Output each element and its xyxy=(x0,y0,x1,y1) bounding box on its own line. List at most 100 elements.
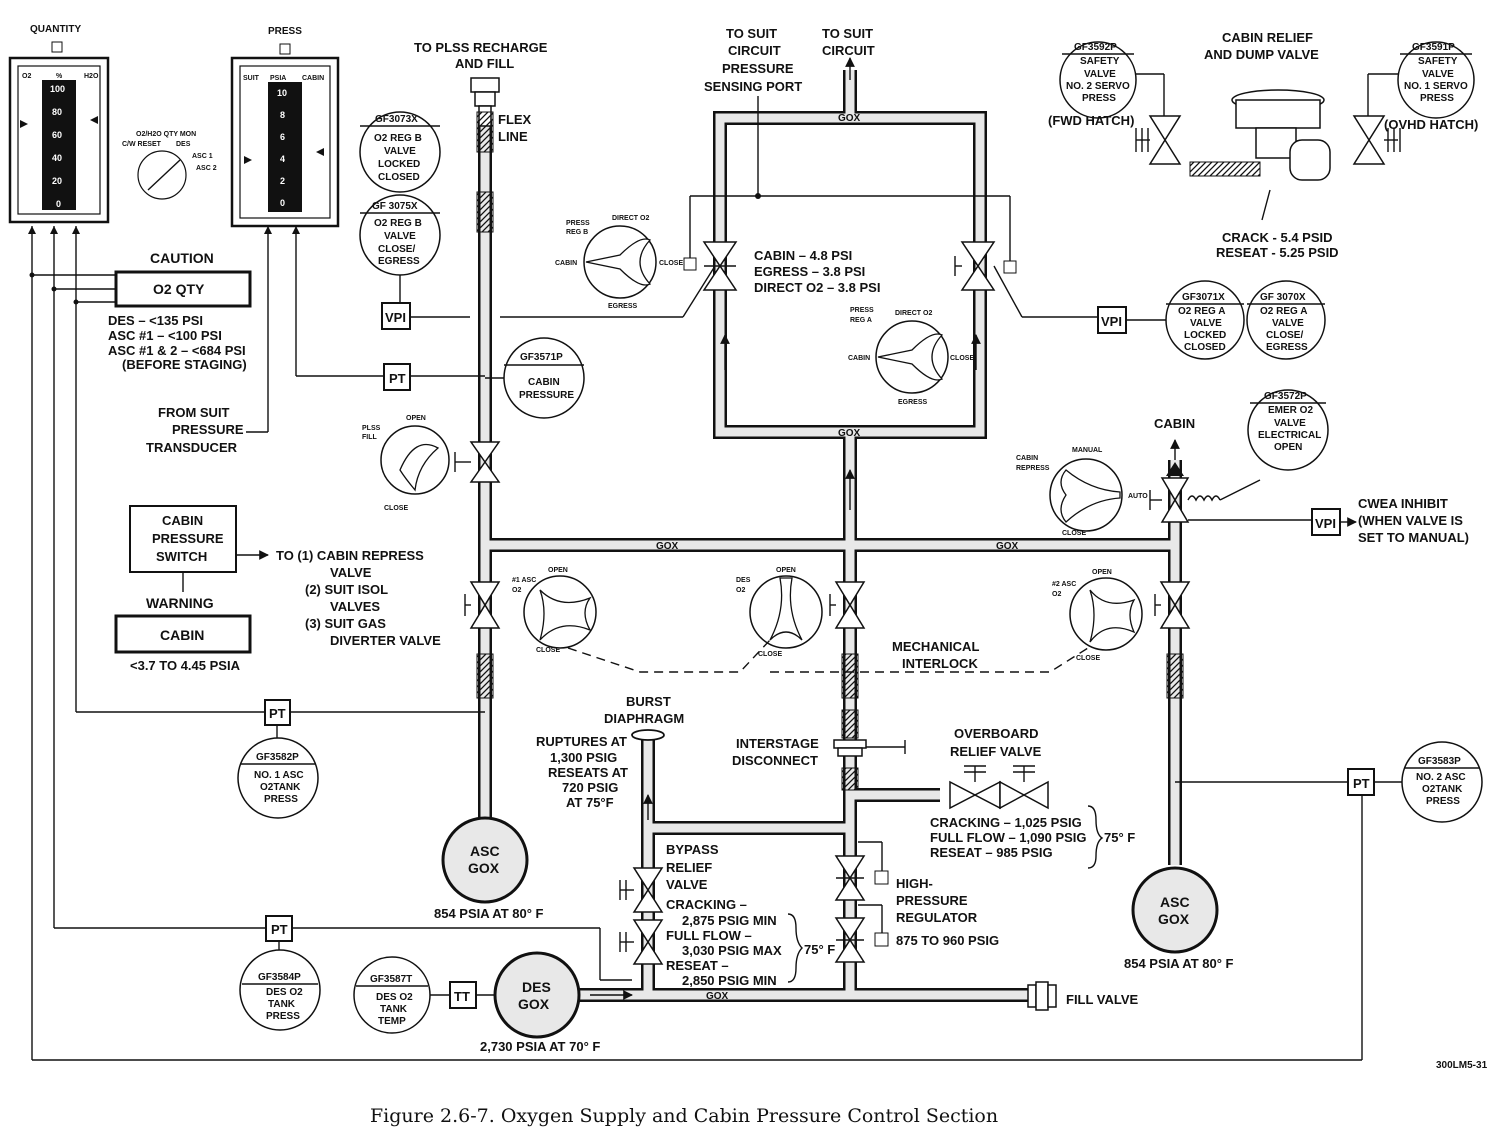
svg-text:CLOSE: CLOSE xyxy=(384,505,408,512)
svg-text:8: 8 xyxy=(280,110,285,120)
reg-b-valve[interactable] xyxy=(683,241,738,291)
svg-text:DIRECT O2 – 3.8 PSI: DIRECT O2 – 3.8 PSI xyxy=(754,280,880,295)
svg-text:2,730 PSIA AT 70° F: 2,730 PSIA AT 70° F xyxy=(480,1039,600,1054)
svg-text:CIRCUIT: CIRCUIT xyxy=(728,43,781,58)
svg-text:O2: O2 xyxy=(1052,591,1061,598)
reg-b-knob[interactable]: PRESS REG B DIRECT O2 CABIN CLOSE EGRESS xyxy=(555,215,683,310)
gf3071x-indicator: GF3071X O2 REG A VALVE LOCKED CLOSED xyxy=(1165,280,1245,360)
pt-des: PT xyxy=(265,915,293,952)
svg-text:GF3584P: GF3584P xyxy=(258,972,301,983)
gf3591p-indicator: GF3591P SAFETY VALVE NO. 1 SERVO PRESS (… xyxy=(1367,41,1478,132)
svg-text:(3) SUIT GAS: (3) SUIT GAS xyxy=(305,616,386,631)
svg-text:4: 4 xyxy=(280,154,285,164)
asc-gox-tank-2: ASC GOX 854 PSIA AT 80° F xyxy=(1124,866,1234,971)
asc1-shutoff-valve[interactable] xyxy=(464,581,501,699)
des-knob[interactable]: DES O2 OPEN CLOSE xyxy=(736,567,823,658)
svg-text:PRESS: PRESS xyxy=(266,1011,300,1022)
svg-text:QUANTITY: QUANTITY xyxy=(30,24,81,35)
gf3592p-indicator: GF3592P SAFETY VALVE NO. 2 SERVO PRESS (… xyxy=(1048,41,1165,128)
svg-text:CLOSE/: CLOSE/ xyxy=(1266,330,1303,341)
cabin-repress-area: CABIN xyxy=(1154,416,1195,476)
svg-text:CWEA INHIBIT: CWEA INHIBIT xyxy=(1358,496,1448,511)
svg-text:PRESS: PRESS xyxy=(268,26,302,37)
svg-text:SWITCH: SWITCH xyxy=(156,549,207,564)
svg-text:NO. 1 ASC: NO. 1 ASC xyxy=(254,770,304,781)
qty-mon-switch[interactable]: O2/H2O QTY MON C/W RESET DES ASC 1 ASC 2 xyxy=(122,131,217,200)
svg-text:DIRECT O2: DIRECT O2 xyxy=(612,215,649,222)
emer-o2-valve[interactable] xyxy=(1149,477,1312,523)
asc1-knob[interactable]: #1 ASC O2 OPEN CLOSE xyxy=(512,567,597,654)
svg-text:TO (1) CABIN REPRESS: TO (1) CABIN REPRESS xyxy=(276,548,424,563)
svg-text:BURST: BURST xyxy=(626,694,671,709)
plss-fill-valve[interactable] xyxy=(454,441,501,483)
mechanical-interlock: MECHANICAL INTERLOCK xyxy=(567,639,1089,673)
svg-text:O2TANK: O2TANK xyxy=(260,782,301,793)
ovhd-hatch-valve[interactable] xyxy=(1352,115,1401,165)
svg-text:0: 0 xyxy=(280,198,285,208)
svg-text:ASC: ASC xyxy=(470,843,500,859)
svg-text:O2: O2 xyxy=(736,587,745,594)
svg-text:RESEAT –: RESEAT – xyxy=(666,958,729,973)
svg-text:MECHANICAL: MECHANICAL xyxy=(892,639,979,654)
cabin-relief-valve: CABIN RELIEF AND DUMP VALVE CRACK - 5.4 … xyxy=(1189,30,1339,260)
svg-text:WARNING: WARNING xyxy=(146,595,214,611)
svg-text:VALVE: VALVE xyxy=(1084,69,1116,80)
svg-text:2: 2 xyxy=(280,176,285,186)
svg-text:O2 REG A: O2 REG A xyxy=(1260,306,1307,317)
svg-text:CABIN RELIEF: CABIN RELIEF xyxy=(1222,30,1313,45)
vpi-reg-a: VPI xyxy=(1097,306,1166,334)
svg-text:CABIN: CABIN xyxy=(1016,455,1038,462)
overboard-relief-valve[interactable]: OVERBOARD RELIEF VALVE CRACKING – 1,025 … xyxy=(930,726,1135,869)
asc2-knob[interactable]: #2 ASC O2 OPEN CLOSE xyxy=(1052,569,1143,662)
svg-text:CABIN: CABIN xyxy=(555,260,577,267)
svg-text:FULL FLOW – 1,090 PSIG: FULL FLOW – 1,090 PSIG xyxy=(930,830,1087,845)
des-shutoff-valve[interactable] xyxy=(829,581,866,739)
svg-text:GOX: GOX xyxy=(1158,911,1190,927)
svg-text:PSIA: PSIA xyxy=(270,75,286,82)
asc2-shutoff-valve[interactable] xyxy=(1154,581,1191,699)
gf3584p-indicator: GF3584P DES O2 TANK PRESS xyxy=(239,949,321,1031)
svg-text:EGRESS: EGRESS xyxy=(1266,342,1308,353)
reg-a-valve[interactable] xyxy=(954,241,1098,318)
reg-a-knob[interactable]: PRESS REG A DIRECT O2 CABIN CLOSE EGRESS xyxy=(848,307,974,406)
signal-wiring xyxy=(28,226,1363,1061)
svg-text:EGRESS – 3.8 PSI: EGRESS – 3.8 PSI xyxy=(754,264,865,279)
svg-text:CLOSED: CLOSED xyxy=(378,172,420,183)
svg-text:AT 75°F: AT 75°F xyxy=(566,795,614,810)
svg-text:SET TO MANUAL): SET TO MANUAL) xyxy=(1358,530,1469,545)
svg-text:GF3572P: GF3572P xyxy=(1264,391,1307,402)
interstage-disconnect[interactable]: INTERSTAGE DISCONNECT xyxy=(732,736,906,791)
svg-text:NO. 1 SERVO: NO. 1 SERVO xyxy=(1404,81,1468,92)
svg-text:GF3582P: GF3582P xyxy=(256,752,299,763)
svg-text:TO SUIT: TO SUIT xyxy=(822,26,873,41)
high-pressure-regulator[interactable]: HIGH- PRESSURE REGULATOR 875 TO 960 PSIG xyxy=(834,841,999,963)
svg-text:VPI: VPI xyxy=(1315,516,1336,531)
svg-text:OPEN: OPEN xyxy=(1274,442,1302,453)
svg-text:ASC #1 – <100 PSI: ASC #1 – <100 PSI xyxy=(108,328,222,343)
bypass-relief-valve[interactable]: BYPASS RELIEF VALVE CRACKING – 2,875 PSI… xyxy=(619,842,835,988)
svg-text:AND FILL: AND FILL xyxy=(455,56,514,71)
fwd-hatch-valve[interactable] xyxy=(1135,115,1182,165)
svg-text:VALVE: VALVE xyxy=(384,231,416,242)
svg-text:AUTO: AUTO xyxy=(1128,493,1148,500)
svg-text:PRESS: PRESS xyxy=(1420,93,1454,104)
svg-text:#2 ASC: #2 ASC xyxy=(1052,581,1076,588)
svg-text:GF 3075X: GF 3075X xyxy=(372,201,418,212)
drawing-number: 300LM5-31 xyxy=(1436,1060,1488,1071)
svg-text:VALVE: VALVE xyxy=(1272,318,1304,329)
gf3073x-indicator: GF3073X O2 REG B VALVE LOCKED CLOSED xyxy=(359,111,441,193)
suit-circuit-labels: TO SUIT CIRCUIT PRESSURE SENSING PORT TO… xyxy=(689,26,1011,295)
svg-text:OPEN: OPEN xyxy=(406,415,426,422)
svg-text:OPEN: OPEN xyxy=(548,567,568,574)
svg-text:PRESS: PRESS xyxy=(1082,93,1116,104)
svg-text:TANK: TANK xyxy=(268,999,296,1010)
cabin-repress-knob[interactable]: CABIN REPRESS MANUAL AUTO CLOSE xyxy=(1016,447,1148,537)
svg-text:REG A: REG A xyxy=(850,317,872,324)
fill-valve[interactable]: FILL VALVE xyxy=(1027,981,1139,1011)
plss-fill-knob[interactable]: PLSS FILL OPEN CLOSE xyxy=(362,415,450,512)
svg-text:CAUTION: CAUTION xyxy=(150,250,214,266)
svg-text:O2: O2 xyxy=(22,73,31,80)
svg-text:CRACKING – 1,025 PSIG: CRACKING – 1,025 PSIG xyxy=(930,815,1082,830)
svg-text:GF3592P: GF3592P xyxy=(1074,42,1117,53)
